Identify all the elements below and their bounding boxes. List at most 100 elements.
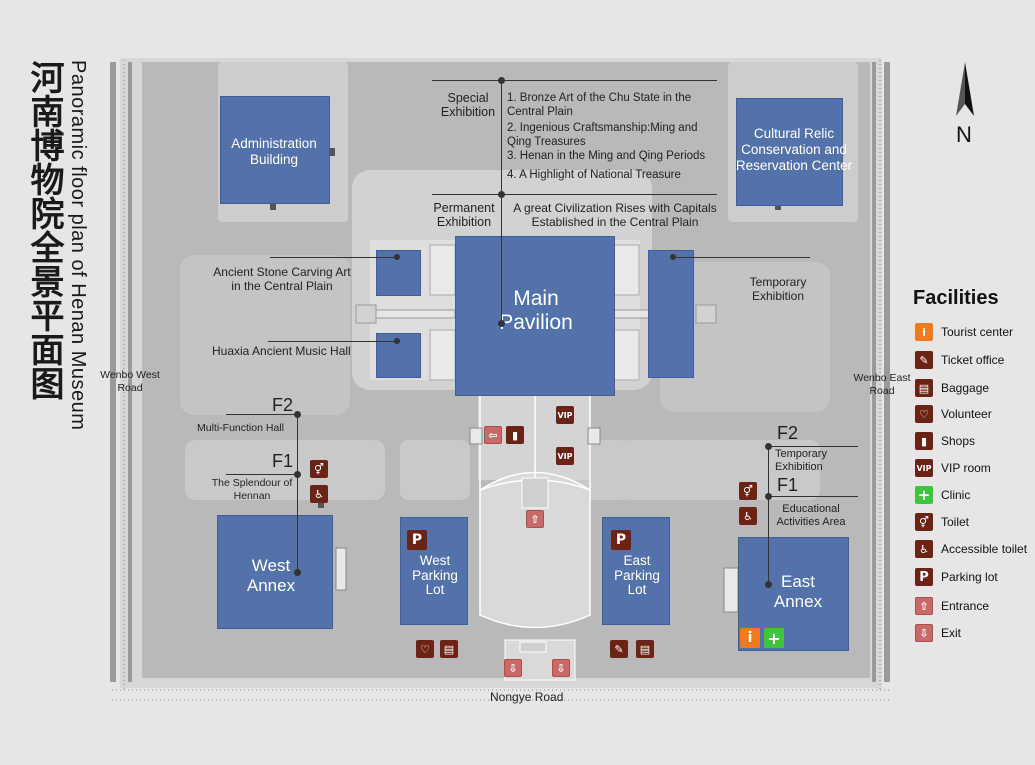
ticket-office-icon[interactable]: ✎ xyxy=(610,640,628,658)
special-exhibition-label: Special Exhibition xyxy=(440,91,496,119)
compass-label: N xyxy=(956,122,972,147)
ticket-office-icon: ✎ xyxy=(915,351,933,369)
baggage-icon: ▤ xyxy=(915,379,933,397)
callout-dot xyxy=(294,471,301,478)
east-f1-line xyxy=(768,496,858,497)
east-parking-label: East Parking Lot xyxy=(614,553,660,597)
callout-vertical-line xyxy=(501,80,502,324)
special-item-3: 3. Henan in the Ming and Qing Periods xyxy=(507,150,706,162)
clinic-icon[interactable]: + xyxy=(764,628,784,648)
temporary-exhibition-hall[interactable] xyxy=(648,250,694,378)
legend-label: Clinic xyxy=(941,488,971,502)
stone-line xyxy=(270,257,398,258)
tourist-center-icon[interactable]: i xyxy=(740,628,760,648)
administration-building-label: Administration Building xyxy=(231,136,317,168)
shop-icon: ▮ xyxy=(915,432,933,450)
baggage-icon[interactable]: ▤ xyxy=(636,640,654,658)
east-f2-label: F2 xyxy=(777,423,799,443)
parking-icon[interactable]: P xyxy=(611,530,631,550)
east-floor-vertical xyxy=(768,446,769,586)
callout-dot xyxy=(670,254,676,260)
legend-label: Accessible toilet xyxy=(941,542,1028,556)
accessible-toilet-icon[interactable]: ♿ xyxy=(310,485,328,503)
callout-dot xyxy=(394,338,400,344)
east-f1-label: F1 xyxy=(777,475,799,495)
vip-room-icon[interactable]: VIP xyxy=(556,406,574,424)
legend-exit: ⇩ Exit xyxy=(915,624,961,642)
west-parking-label: West Parking Lot xyxy=(412,553,458,597)
legend-tourist-center: i Tourist center xyxy=(915,323,1013,341)
west-f2-line xyxy=(226,414,298,415)
main-pavilion[interactable] xyxy=(455,236,615,396)
legend-accessible-toilet: ♿ Accessible toilet xyxy=(915,540,1027,558)
permanent-item: A great Civilization Rises with Capitals… xyxy=(513,201,717,229)
conservation-center-label: Cultural Relic Conservation and Reservat… xyxy=(735,126,853,174)
callout-dot xyxy=(765,581,772,588)
toilet-icon[interactable]: ⚥ xyxy=(739,482,757,500)
callout-dot xyxy=(498,320,505,327)
multi-function-label: Multi-Function Hall xyxy=(197,422,284,434)
legend-entrance: ⇧ Entrance xyxy=(915,597,989,615)
legend-volunteer: ♡ Volunteer xyxy=(915,405,992,423)
splendour-label: The Splendour of Hennan xyxy=(211,477,293,502)
legend-label: Parking lot xyxy=(941,570,998,584)
parking-icon[interactable]: P xyxy=(407,530,427,550)
entrance-icon: ⇧ xyxy=(915,597,933,615)
special-item-2: 2. Ingenious Craftsmanship:Ming and Qing… xyxy=(507,122,698,148)
west-road-label: Wenbo West Road xyxy=(100,369,160,394)
legend-label: Baggage xyxy=(941,381,990,395)
conservation-center[interactable] xyxy=(736,98,843,206)
toilet-icon: ⚥ xyxy=(915,513,933,531)
callout-dot xyxy=(294,569,301,576)
permanent-exhibition-label: Permanent Exhibition xyxy=(433,201,495,229)
page-title-chinese: 河南博物院全景平面图 xyxy=(24,60,64,400)
volunteer-icon: ♡ xyxy=(915,405,933,423)
callout-dot xyxy=(498,191,505,198)
exit-icon: ⇩ xyxy=(915,624,933,642)
music-hall-label: Huaxia Ancient Music Hall xyxy=(212,344,351,358)
west-annex-label: West Annex xyxy=(246,556,296,596)
legend-label: Entrance xyxy=(941,599,990,613)
east-f2-line xyxy=(768,446,858,447)
educational-area-label: Educational Activities Area xyxy=(776,503,846,528)
legend-vip-room: VIP VIP room xyxy=(915,459,991,477)
exit-icon[interactable]: ⇦ xyxy=(484,426,502,444)
baggage-icon[interactable]: ▤ xyxy=(440,640,458,658)
east-temporary-label: Temporary Exhibition xyxy=(775,448,827,473)
accessible-toilet-icon[interactable]: ♿ xyxy=(739,507,757,525)
legend-clinic: + Clinic xyxy=(915,486,970,504)
entrance-icon[interactable]: ⇩ xyxy=(504,659,522,677)
legend-toilet: ⚥ Toilet xyxy=(915,513,969,531)
entrance-icon[interactable]: ⇧ xyxy=(526,510,544,528)
west-f1-label: F1 xyxy=(272,451,294,471)
music-line xyxy=(268,341,398,342)
administration-building[interactable] xyxy=(220,96,330,204)
legend-label: Shops xyxy=(941,434,976,448)
south-road-label: Nongye Road xyxy=(490,690,564,704)
legend-label: Ticket office xyxy=(941,353,1005,367)
special-top-line xyxy=(432,80,717,81)
special-bottom-line xyxy=(432,194,717,195)
special-item-4: 4. A Highlight of National Treasure xyxy=(507,169,681,181)
temporary-exhibition-label: Temporary Exhibition xyxy=(749,275,807,303)
legend-parking: P Parking lot xyxy=(915,568,998,586)
stone-carving-label: Ancient Stone Carving Art in the Central… xyxy=(213,265,351,293)
main-pavilion-label: Main Pavilion xyxy=(499,287,573,334)
legend-label: Exit xyxy=(941,626,962,640)
toilet-icon[interactable]: ⚥ xyxy=(310,460,328,478)
entrance-icon[interactable]: ⇩ xyxy=(552,659,570,677)
west-annex[interactable] xyxy=(217,515,333,629)
callout-dot xyxy=(498,77,505,84)
parking-icon: P xyxy=(915,568,933,586)
legend-label: VIP room xyxy=(941,461,991,475)
temporary-line xyxy=(673,257,810,258)
west-f1-line xyxy=(226,474,298,475)
west-floor-vertical xyxy=(297,414,298,574)
clinic-icon: + xyxy=(915,486,933,504)
vip-room-icon[interactable]: VIP xyxy=(556,447,574,465)
north-arrow-icon xyxy=(956,62,974,116)
tourist-center-icon: i xyxy=(915,323,933,341)
volunteer-icon[interactable]: ♡ xyxy=(416,640,434,658)
legend-label: Volunteer xyxy=(941,407,992,421)
shop-icon[interactable]: ▮ xyxy=(506,426,524,444)
